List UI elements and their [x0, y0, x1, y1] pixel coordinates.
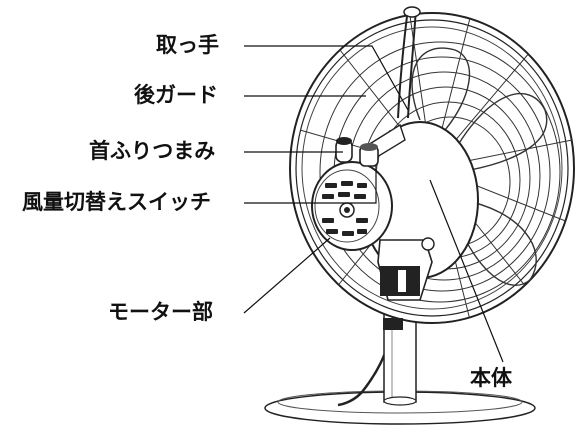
- label-body: 本体: [470, 366, 512, 390]
- leader-body: [429, 179, 504, 363]
- leader-motor: [243, 237, 331, 314]
- carry-handle: [397, 6, 421, 119]
- label-wind-switch: 風量切替えスイッチ: [22, 190, 211, 214]
- fan-blades: [411, 47, 548, 286]
- leader-wind-switch: [244, 165, 377, 204]
- label-handle: 取っ手: [156, 33, 219, 57]
- wind-speed-switch: [359, 143, 379, 167]
- motor-housing: [311, 161, 393, 251]
- label-rear-guard: 後ガード: [134, 83, 218, 107]
- swing-knob: [335, 137, 353, 163]
- leader-lines: [243, 45, 504, 363]
- label-motor: モーター部: [108, 300, 213, 324]
- label-swing-knob: 首ふりつまみ: [89, 139, 216, 163]
- fan-body: [358, 121, 479, 279]
- neck-joint: [377, 237, 435, 330]
- leader-handle: [244, 45, 409, 111]
